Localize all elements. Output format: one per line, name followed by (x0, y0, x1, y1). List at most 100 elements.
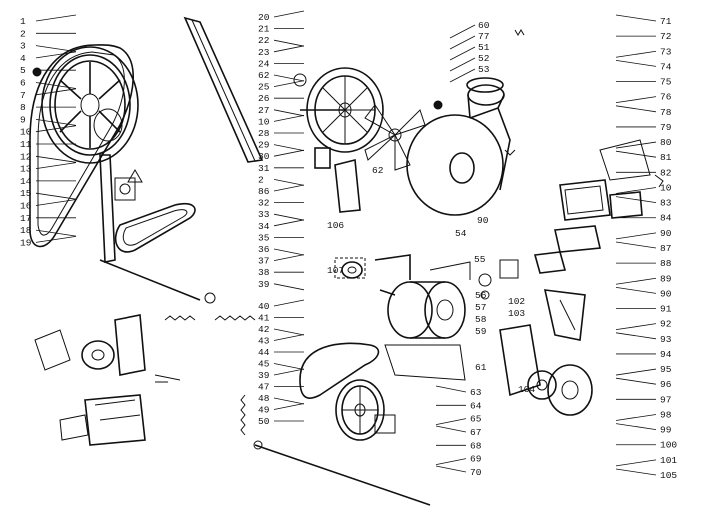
callout-left-3: 4 (20, 53, 26, 64)
callout-center_top-21: 37 (258, 256, 269, 267)
leader-callouts_left-8 (35, 119, 77, 126)
long-v-belt (183, 16, 264, 163)
leader-callouts_center_top-21 (273, 254, 305, 261)
motor-pulley (334, 257, 366, 279)
callout-right-11: 10 (660, 182, 672, 193)
lower-pulley (335, 379, 396, 441)
callout-center_top-19: 35 (258, 232, 270, 243)
callout-misc-0: 62 (372, 165, 384, 176)
leader-callouts_bottom_mid-0 (435, 385, 467, 393)
motor (379, 281, 466, 381)
callout-right-1: 72 (660, 31, 672, 42)
callout-top-mid-3: 52 (478, 53, 490, 64)
callout-bottom_mid-4: 68 (470, 440, 482, 451)
leader-callouts_bottom_mid-2 (435, 418, 467, 426)
leader-callouts_center_bottom-6 (273, 368, 305, 376)
leader-top-mid-0 (449, 24, 476, 39)
callout-center_bottom-7: 47 (258, 382, 269, 393)
leader-callouts_center_top-23 (273, 283, 305, 291)
leader-callouts_center_top-6 (273, 80, 305, 87)
callout-right-10: 82 (660, 167, 672, 178)
wire-harness (599, 139, 651, 181)
lever-assembly (543, 289, 586, 341)
callout-left-16: 17 (20, 213, 31, 224)
callout-misc-3: 54 (455, 228, 467, 239)
leader-callouts_left-12 (35, 162, 77, 169)
callout-left-17: 18 (20, 225, 32, 236)
callout-center_bottom-1: 41 (258, 313, 270, 324)
leader-callouts_center_top-15 (273, 184, 305, 192)
leader-callouts_right-20 (615, 323, 657, 331)
callout-misc-6: 56 (475, 290, 487, 301)
leader-callouts_right-9 (615, 150, 657, 158)
base-plate-assembly (59, 394, 146, 446)
callout-left-8: 9 (20, 114, 26, 125)
callout-center_top-13: 31 (258, 163, 270, 174)
callout-misc-1: 106 (327, 220, 344, 231)
callout-misc-5: 55 (474, 254, 486, 265)
callout-top-mid-4: 53 (478, 64, 490, 75)
leader-callouts_right-2 (615, 50, 657, 58)
callout-left-18: 19 (20, 237, 32, 248)
callout-left-14: 15 (20, 188, 32, 199)
leader-callouts_center_top-8 (273, 109, 305, 117)
callout-center_top-8: 27 (258, 105, 269, 116)
callout-right-0: 71 (660, 16, 672, 27)
callout-right-26: 98 (660, 409, 672, 420)
callout-right-4: 75 (660, 77, 672, 88)
callout-center_top-7: 26 (258, 93, 270, 104)
mounting-bracket (554, 225, 601, 253)
leader-callouts_center_top-18 (273, 219, 305, 227)
callout-center_top-15: 86 (258, 186, 270, 197)
leader-callouts_left-6 (35, 88, 77, 96)
callout-center_top-14: 2 (258, 174, 264, 185)
callout-center_top-16: 32 (258, 198, 270, 209)
leader-callouts_center_top-0 (273, 10, 305, 18)
callout-center_bottom-9: 49 (258, 405, 270, 416)
spring-upper (214, 315, 256, 321)
callout-left-5: 6 (20, 78, 26, 89)
callout-right-2: 73 (660, 46, 672, 57)
callout-center_top-1: 21 (258, 24, 270, 35)
bottom-rod (253, 440, 431, 506)
leader-callouts_center_top-9 (273, 115, 305, 122)
large-pulley-wheel (41, 46, 139, 164)
callout-right-17: 89 (660, 273, 672, 284)
leader-callouts_center_bottom-3 (273, 334, 305, 341)
callout-misc-7: 57 (475, 302, 486, 313)
callout-misc-10: 61 (475, 362, 487, 373)
leader-callouts_right-5 (615, 96, 657, 104)
callout-right-23: 95 (660, 364, 672, 375)
callout-left-7: 8 (20, 102, 26, 113)
clip-83 (533, 251, 567, 274)
idler-bracket (99, 154, 201, 301)
callout-bottom_mid-2: 65 (470, 414, 482, 425)
callout-misc-11: 102 (508, 296, 525, 307)
spring-44 (164, 315, 196, 321)
callout-center_top-5: 62 (258, 70, 270, 81)
leader-top-mid-1 (449, 35, 476, 50)
callout-bottom_mid-3: 67 (470, 427, 481, 438)
callout-top-mid-2: 51 (478, 42, 490, 53)
leader-callouts_left-2 (35, 45, 77, 52)
leader-callouts_right-0 (615, 14, 657, 22)
callout-top-mid-0: 60 (478, 20, 490, 31)
gear-housing (499, 324, 593, 416)
leader-callouts_bottom_mid-3 (435, 425, 467, 433)
callout-center_bottom-6: 39 (258, 370, 270, 381)
small-v-belt (114, 202, 196, 253)
callout-right-19: 91 (660, 304, 672, 315)
callout-right-5: 76 (660, 92, 672, 103)
callout-left-11: 12 (20, 151, 32, 162)
leader-callouts_right-17 (615, 277, 657, 285)
leader-callouts_center_bottom-8 (273, 397, 305, 405)
leader-callouts_right-21 (615, 332, 657, 340)
leader-callouts_center_bottom-9 (273, 403, 305, 410)
callout-center_top-11: 29 (258, 140, 270, 151)
callout-right-28: 100 (660, 440, 677, 451)
leader-callouts_right-14 (615, 232, 657, 240)
leader-callouts_left-0 (35, 14, 77, 22)
fan-blades (364, 104, 426, 171)
callout-left-13: 14 (20, 176, 32, 187)
